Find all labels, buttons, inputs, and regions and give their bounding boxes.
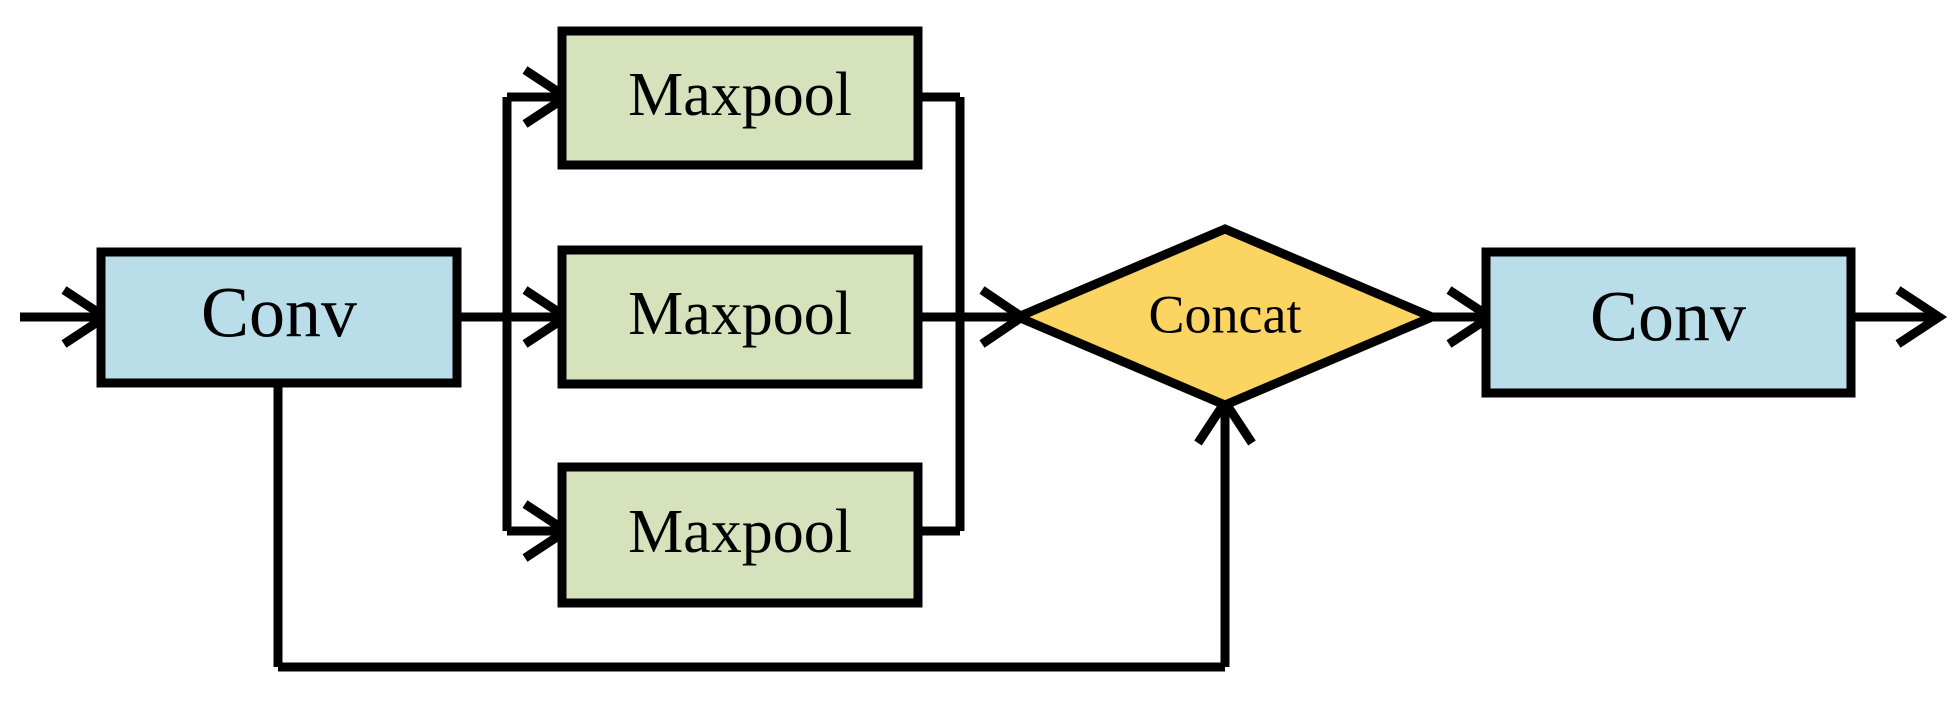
node-maxpool-top[interactable]: Maxpool [557, 26, 923, 170]
edge-input-to-conv-in [20, 286, 114, 348]
maxpool-bot-label: Maxpool [628, 498, 852, 566]
maxpool-mid-label: Maxpool [628, 280, 852, 348]
edge-maxpools-to-concat [918, 92, 1031, 536]
node-conv-in[interactable]: Conv [96, 247, 462, 388]
maxpool-bot-shape[interactable] [557, 462, 923, 608]
node-maxpool-mid[interactable]: Maxpool [557, 245, 923, 389]
maxpool-top-shape[interactable] [557, 26, 923, 170]
edge-conv-out-to-output [1851, 286, 1948, 348]
conv-in-label: Conv [201, 273, 357, 353]
node-concat[interactable]: Concat [1006, 224, 1444, 410]
edge-conv-in-fanout [457, 66, 575, 562]
concat-label: Concat [1149, 284, 1302, 344]
node-conv-out[interactable]: Conv [1481, 247, 1856, 398]
conv-in-shape[interactable] [96, 247, 462, 388]
maxpool-mid-shape[interactable] [557, 245, 923, 389]
node-maxpool-bot[interactable]: Maxpool [557, 462, 923, 608]
conv-out-label: Conv [1590, 277, 1746, 357]
conv-out-shape[interactable] [1481, 247, 1856, 398]
maxpool-top-label: Maxpool [628, 61, 852, 129]
concat-shape[interactable] [1006, 224, 1444, 410]
